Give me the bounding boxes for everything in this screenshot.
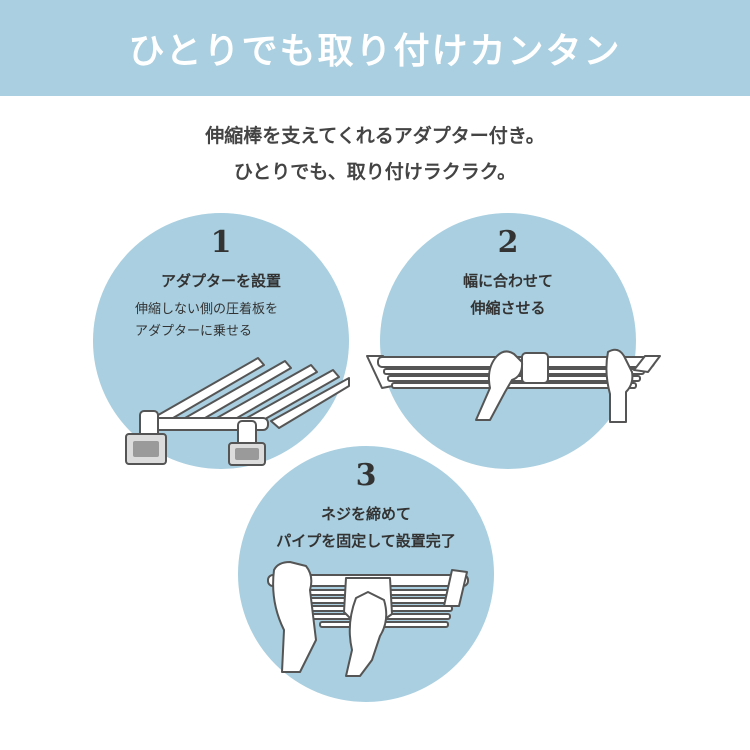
intro-line-2: ひとりでも、取り付けラクラク。 xyxy=(233,161,517,183)
step-2-title-line-1: 幅に合わせて xyxy=(462,272,553,290)
step-1-number: 1 xyxy=(210,225,232,260)
intro-text: 伸縮棒を支えてくれるアダプター付き。 ひとりでも、取り付けラクラク。 xyxy=(0,118,750,190)
step-1-desc-line-2: アダプターに乗せる xyxy=(135,324,253,339)
step-3-number: 3 xyxy=(355,458,377,493)
step-3-title-line-2: パイプを固定して設置完了 xyxy=(276,532,456,550)
step-3-circle: 3 ネジを締めて パイプを固定して設置完了 xyxy=(238,446,494,702)
step-2-circle: 2 幅に合わせて 伸縮させる xyxy=(380,213,636,469)
banner-title: ひとりでも取り付けカンタン xyxy=(128,31,622,72)
step-1-desc-line-1: 伸縮しない側の圧着板を xyxy=(135,302,279,317)
step-1-illustration xyxy=(125,357,350,466)
step-2-number: 2 xyxy=(497,225,519,260)
intro-line-1: 伸縮棒を支えてくれるアダプター付き。 xyxy=(205,125,545,147)
step-1-circle: 1 アダプターを設置 伸縮しない側の圧着板を アダプターに乗せる xyxy=(93,213,350,469)
step-2-title-line-2: 伸縮させる xyxy=(470,299,546,317)
step-3-title-line-1: ネジを締めて xyxy=(320,505,411,523)
header-banner: ひとりでも取り付けカンタン xyxy=(0,0,750,96)
step-1-title: アダプターを設置 xyxy=(160,272,281,290)
